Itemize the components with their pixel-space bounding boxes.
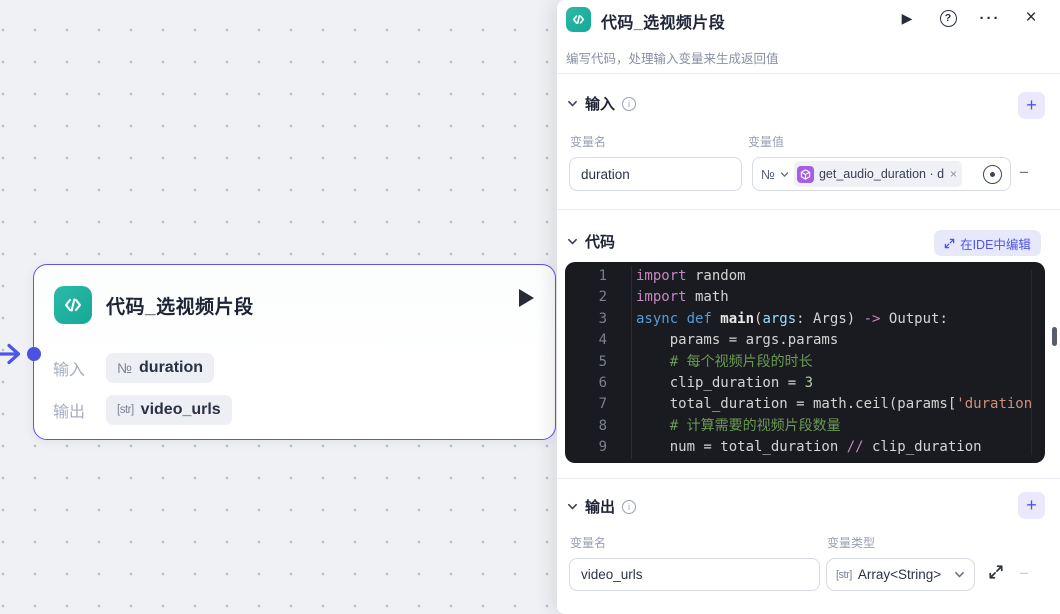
edge-connector-arrow (0, 343, 21, 365)
node-run-button[interactable] (519, 289, 534, 307)
input-name-column-label: 变量名 (570, 135, 607, 149)
node-title: 代码_选视频片段 (106, 296, 254, 318)
plugin-cube-icon (796, 165, 814, 183)
more-options-button[interactable]: ··· (979, 9, 1001, 27)
input-section-header[interactable]: 输入 i (567, 93, 637, 114)
remove-reference-icon[interactable]: × (949, 167, 957, 181)
divider (557, 73, 1060, 74)
string-type-icon: [str] (117, 404, 134, 416)
help-icon: ? (939, 9, 957, 27)
remove-input-row-button[interactable]: − (1019, 163, 1029, 182)
close-button[interactable]: × (1025, 7, 1037, 28)
code-icon (566, 7, 591, 32)
node-input-variable-tag: № duration (106, 353, 215, 383)
chevron-down-icon (567, 501, 578, 512)
add-output-button[interactable]: + (1018, 492, 1045, 519)
code-section-header[interactable]: 代码 (567, 231, 615, 252)
edit-in-ide-button[interactable]: 在IDE中编辑 (934, 230, 1041, 256)
node-input-label: 输入 (53, 362, 86, 379)
chevron-down-icon (954, 569, 965, 580)
number-type-icon: № (117, 360, 133, 376)
panel-subtitle: 编写代码，处理输入变量来生成返回值 (566, 52, 779, 66)
variable-reference-tag: get_audio_duration · d·· × (793, 161, 962, 187)
chevron-down-icon (567, 98, 578, 109)
node-output-label: 输出 (53, 404, 86, 421)
code-node-card[interactable]: 代码_选视频片段 输入 № duration 输出 [str] video_ur… (33, 264, 556, 440)
input-variable-name-field[interactable] (569, 157, 742, 191)
input-variable-value-field[interactable]: № get_audio_duration · d·· × (752, 157, 1011, 191)
info-icon[interactable]: i (622, 96, 637, 111)
output-section-header[interactable]: 输出 i (567, 496, 637, 517)
expand-arrows-icon[interactable] (988, 564, 1004, 585)
code-icon (54, 286, 92, 324)
node-output-variable-tag: [str] video_urls (106, 395, 232, 425)
remove-output-row-button: − (1019, 564, 1029, 583)
divider (557, 478, 1060, 479)
panel-scrollbar-thumb[interactable] (1052, 327, 1057, 346)
chevron-down-icon[interactable] (780, 170, 789, 179)
panel-title: 代码_选视频片段 (601, 15, 726, 32)
run-button[interactable]: ▶ (901, 9, 913, 26)
string-type-icon: [str] (836, 568, 852, 581)
divider (557, 209, 1060, 210)
output-name-column-label: 变量名 (570, 536, 607, 550)
chevron-down-icon (567, 236, 578, 247)
input-value-column-label: 变量值 (748, 135, 785, 149)
number-type-icon: № (761, 166, 775, 182)
add-input-button[interactable]: + (1018, 92, 1045, 119)
node-input-port[interactable] (27, 347, 41, 361)
output-type-select[interactable]: [str] Array<String> (826, 558, 975, 591)
expand-arrows-icon (944, 238, 955, 249)
node-config-panel: 代码_选视频片段 ▶ ? ··· × 编写代码，处理输入变量来生成返回值 输入 … (557, 0, 1060, 614)
settings-target-icon[interactable] (983, 164, 1002, 184)
output-variable-name-field[interactable] (569, 558, 820, 591)
output-type-column-label: 变量类型 (827, 536, 876, 550)
info-icon[interactable]: i (622, 499, 637, 514)
help-button[interactable]: ? (938, 8, 958, 28)
